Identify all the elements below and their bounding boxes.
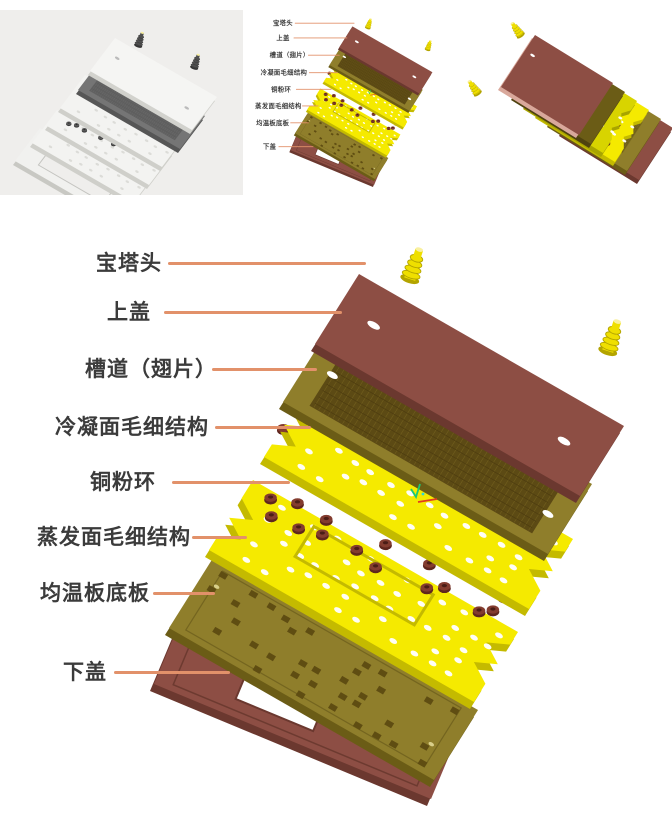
leader-line-base-plate xyxy=(153,592,215,595)
leader-line-channel-fins xyxy=(212,368,317,371)
base-plate-part xyxy=(293,112,389,182)
gray-top-plate xyxy=(88,38,217,134)
leader-line-evaporator-wick xyxy=(192,536,247,539)
leader-line-pagoda-head xyxy=(294,22,355,24)
exploded-assembly-render xyxy=(150,247,624,806)
part-label-base-plate: 均温板底板 xyxy=(256,119,290,127)
leader-line-pagoda-head xyxy=(168,262,366,265)
part-label-pagoda-head: 宝塔头 xyxy=(272,19,293,27)
pagoda-fitting-left xyxy=(400,247,424,285)
part-label-top-cover: 上盖 xyxy=(276,34,290,42)
leader-line-copper-powder-ring xyxy=(172,481,290,484)
leader-line-evaporator-wick xyxy=(301,105,319,107)
axes-marker xyxy=(367,89,377,96)
thumbnail-grayscale-render[interactable] xyxy=(0,10,243,195)
part-label-copper-powder-ring: 铜粉环 xyxy=(90,470,156,494)
pagoda-fitting-right xyxy=(424,40,432,52)
part-label-channel-fins: 槽道（翅片） xyxy=(85,357,217,381)
part-label-evaporator-wick: 蒸发面毛细结构 xyxy=(37,525,191,549)
pagoda-fitting-left xyxy=(364,18,372,30)
part-label-evaporator-wick: 蒸发面毛细结构 xyxy=(255,102,302,110)
leader-line-top-cover xyxy=(164,311,342,314)
part-label-condenser-wick: 冷凝面毛细结构 xyxy=(55,415,209,439)
pagoda-fitting-right xyxy=(598,319,622,357)
exploded-view-diagram: 宝塔头 上盖 槽道（翅片） 冷凝面毛细结构 铜粉环 蒸发面毛细结构 均温板底板 … xyxy=(0,200,672,813)
part-label-channel-fins: 槽道（翅片） xyxy=(269,51,310,59)
gray-fitting-1 xyxy=(134,31,144,48)
top-cover-part xyxy=(311,274,624,503)
gray-fitting-2 xyxy=(190,53,200,70)
leader-line-condenser-wick xyxy=(215,426,311,429)
thumbnail-labeled-mini[interactable]: 宝塔头 上盖 槽道（翅片） 冷凝面毛细结构 铜粉环 蒸发面毛细结构 均温板底板 … xyxy=(244,4,452,194)
grayscale-exploded-render xyxy=(13,31,217,195)
leader-line-copper-powder-ring xyxy=(295,88,332,90)
part-label-pagoda-head: 宝塔头 xyxy=(96,251,162,275)
angled-fitting-1 xyxy=(510,21,525,39)
leader-line-top-cover xyxy=(293,37,348,39)
base-plate-part xyxy=(165,558,478,787)
part-label-bottom-cover: 下盖 xyxy=(263,142,277,151)
thumbnail-angled-render[interactable] xyxy=(460,0,672,196)
part-label-top-cover: 上盖 xyxy=(107,300,151,324)
angled-top-cover xyxy=(498,35,613,138)
part-label-copper-powder-ring: 铜粉环 xyxy=(271,85,292,93)
channel-fins-part xyxy=(328,43,423,114)
leader-line-channel-fins xyxy=(308,54,340,56)
angled-exploded-render xyxy=(467,21,672,184)
labeled-mini-diagram: 宝塔头 上盖 槽道（翅片） 冷凝面毛细结构 铜粉环 蒸发面毛细结构 均温板底板 … xyxy=(244,4,452,194)
part-label-bottom-cover: 下盖 xyxy=(63,660,107,684)
leader-line-bottom-cover xyxy=(114,671,230,674)
exploded-view-diagram: 宝塔头 上盖 槽道（翅片） 冷凝面毛细结构 铜粉环 蒸发面毛细结构 均温板底板 … xyxy=(244,4,447,189)
channel-fins-part xyxy=(279,332,592,561)
evaporator-wick-part xyxy=(305,88,401,158)
angled-fitting-2 xyxy=(467,79,482,97)
part-label-condenser-wick: 冷凝面毛细结构 xyxy=(260,68,308,77)
part-label-base-plate: 均温板底板 xyxy=(40,581,150,605)
leader-line-base-plate xyxy=(290,122,309,124)
leader-line-condenser-wick xyxy=(308,72,338,74)
axes-marker xyxy=(410,483,438,503)
evaporator-wick-part xyxy=(205,480,518,709)
leader-line-bottom-cover xyxy=(278,146,314,147)
exploded-assembly-render xyxy=(289,18,433,188)
top-cover-part xyxy=(337,26,433,96)
